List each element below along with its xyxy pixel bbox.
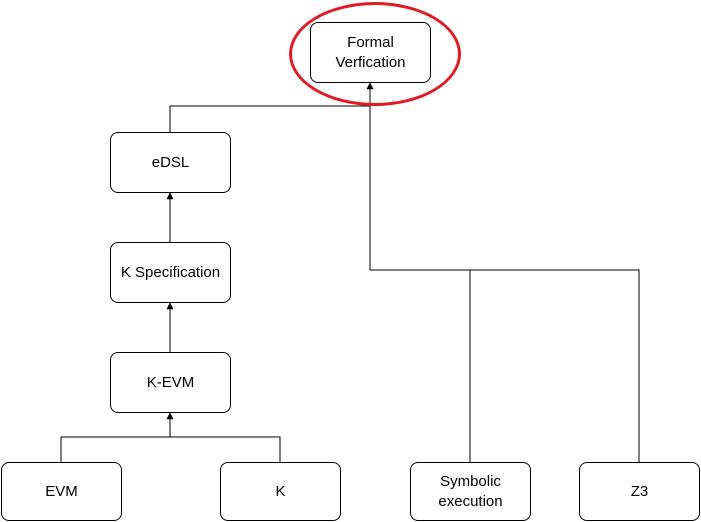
node-k-evm-label: K-EVM	[146, 373, 195, 391]
node-formal-verification: Formal Verfication	[310, 22, 431, 83]
node-k: K	[220, 462, 341, 521]
edge-evm-to-kevm	[60, 412, 174, 462]
node-k-evm: K-EVM	[110, 352, 231, 413]
edge-k-to-kevm	[170, 436, 281, 462]
edge-z3-to-fv	[470, 269, 640, 462]
edge-symexec-to-fv	[369, 106, 471, 462]
node-formal-verification-label: Formal Verfication	[335, 33, 406, 71]
highlight-ellipse	[289, 2, 461, 106]
node-symbolic-execution-label: Symbolic execution	[438, 472, 503, 510]
node-k-specification-label: K Specification	[120, 263, 221, 281]
node-k-label: K	[275, 482, 286, 500]
node-evm-label: EVM	[45, 482, 78, 500]
node-z3: Z3	[579, 462, 700, 521]
node-k-specification: K Specification	[110, 242, 231, 303]
node-edsl: eDSL	[110, 132, 231, 193]
node-evm: EVM	[1, 462, 122, 521]
node-z3-label: Z3	[630, 482, 649, 500]
node-symbolic-execution: Symbolic execution	[410, 462, 531, 521]
node-edsl-label: eDSL	[151, 153, 190, 171]
